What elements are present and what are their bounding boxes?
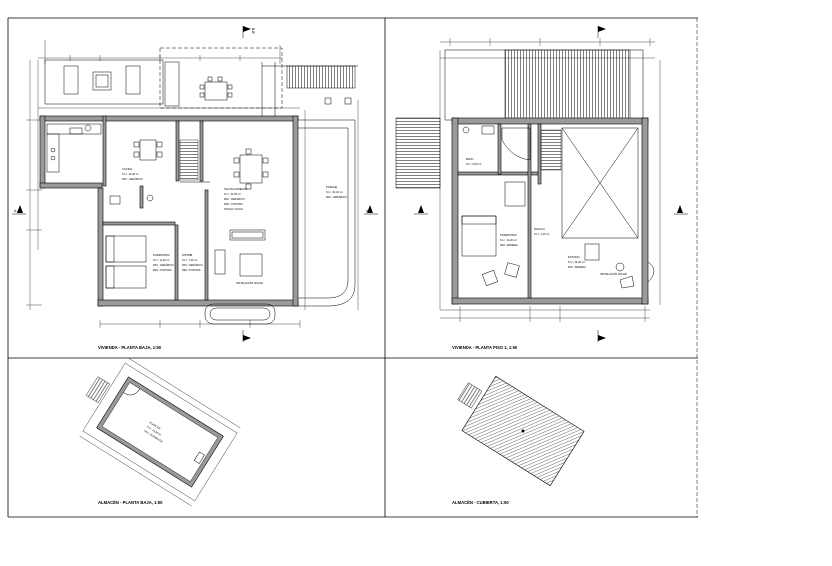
svg-text:S.U.: 7,10 m²: S.U.: 7,10 m² bbox=[182, 258, 197, 262]
svg-text:B-B': B-B' bbox=[251, 28, 255, 34]
svg-text:TECHO: FALSO: TECHO: FALSO bbox=[224, 207, 243, 211]
svg-text:PORCHE: PORCHE bbox=[326, 185, 337, 189]
section-marker-a-left: A-A' bbox=[12, 205, 26, 215]
shed-ground-plan: ALMACÉN S.U.: 14,80 m² PAV.: HORMIGÓN bbox=[79, 357, 241, 507]
svg-text:DORMITORIO: DORMITORIO bbox=[500, 233, 517, 237]
svg-text:REV.: PINTURA: REV.: PINTURA bbox=[224, 202, 243, 206]
caption-ground-floor: VIVIENDA - PLANTA BAJA, 1:50 bbox=[98, 345, 162, 350]
svg-text:INSTALACIÓN SOLAR: INSTALACIÓN SOLAR bbox=[600, 271, 627, 276]
svg-text:PAV.: CERÁMICO: PAV.: CERÁMICO bbox=[122, 177, 143, 181]
section-marker-b-top-first bbox=[597, 26, 606, 38]
svg-text:S.U.: 5,60 m²: S.U.: 5,60 m² bbox=[466, 162, 481, 166]
svg-text:PAV.: CERÁMICO: PAV.: CERÁMICO bbox=[182, 263, 203, 267]
svg-text:REV.: PINTURA: REV.: PINTURA bbox=[153, 268, 172, 272]
caption-shed-ground: ALMACÉN - PLANTA BAJA, 1:50 bbox=[98, 500, 163, 505]
sheet-frame bbox=[7, 17, 698, 518]
section-marker-b-top: B-B' bbox=[242, 26, 255, 38]
svg-text:S.U.: 31,65 m²: S.U.: 31,65 m² bbox=[224, 192, 241, 196]
svg-text:S.U.: 24,10 m²: S.U.: 24,10 m² bbox=[326, 190, 343, 194]
svg-text:DORMITORIO: DORMITORIO bbox=[153, 253, 170, 257]
svg-text:PASILLO: PASILLO bbox=[534, 227, 545, 231]
caption-first-floor: VIVIENDA - PLANTA PISO 1, 1:50 bbox=[452, 345, 518, 350]
svg-text:PAV.: CERÁMICO: PAV.: CERÁMICO bbox=[224, 197, 245, 201]
section-marker-a-right-first bbox=[674, 205, 688, 215]
svg-text:PAV.: CERÁMICO: PAV.: CERÁMICO bbox=[153, 263, 174, 267]
svg-text:BAÑO: BAÑO bbox=[466, 156, 473, 161]
svg-text:S.U.: 12,30 m²: S.U.: 12,30 m² bbox=[568, 260, 585, 264]
shed-roof-plan bbox=[457, 375, 585, 487]
svg-text:S.U.: 10,40 m²: S.U.: 10,40 m² bbox=[122, 172, 139, 176]
svg-text:REV.: PINTURA: REV.: PINTURA bbox=[182, 268, 201, 272]
svg-text:PAV.: CERÁMICO: PAV.: CERÁMICO bbox=[326, 195, 347, 199]
svg-text:S.U.: 14,20 m²: S.U.: 14,20 m² bbox=[500, 238, 517, 242]
room-label-solar: INSTALACIÓN SOLAR bbox=[236, 280, 263, 285]
section-marker-b-bottom bbox=[242, 330, 251, 342]
svg-text:PAV.: MADERA: PAV.: MADERA bbox=[500, 243, 518, 247]
caption-shed-roof: ALMACÉN - CUBIERTA, 1:50 bbox=[452, 500, 509, 505]
svg-text:S.U.: 11,20 m²: S.U.: 11,20 m² bbox=[153, 258, 170, 262]
svg-text:SALÓN-COMEDOR: SALÓN-COMEDOR bbox=[224, 186, 247, 191]
svg-text:DISTRIB.: DISTRIB. bbox=[182, 253, 193, 257]
section-marker-a-left-first bbox=[414, 205, 428, 215]
svg-text:COCINA: COCINA bbox=[122, 167, 132, 171]
svg-text:S.U.: 4,10 m²: S.U.: 4,10 m² bbox=[534, 232, 549, 236]
section-marker-a-right: A-A' bbox=[364, 205, 378, 215]
svg-text:A-A': A-A' bbox=[14, 209, 20, 213]
svg-text:ALMACÉN: ALMACÉN bbox=[149, 419, 162, 430]
svg-text:PAV.: MADERA: PAV.: MADERA bbox=[568, 265, 586, 269]
svg-text:A-A': A-A' bbox=[366, 209, 372, 213]
svg-text:ESTUDIO: ESTUDIO bbox=[568, 255, 580, 259]
section-marker-b-bottom-first bbox=[597, 330, 606, 342]
